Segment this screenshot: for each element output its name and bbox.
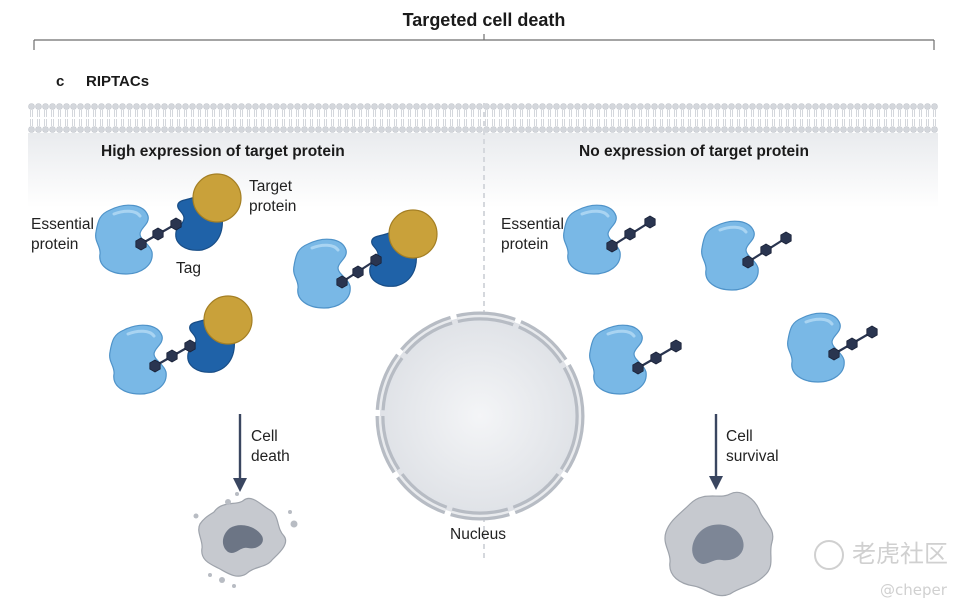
panel-letter: c: [56, 73, 65, 90]
label-target-1: Target: [249, 178, 293, 195]
ternary-complex-2: [292, 209, 438, 310]
label-nucleus: Nucleus: [450, 526, 506, 543]
label-target-2: protein: [249, 198, 297, 215]
diagram-title: Targeted cell death: [402, 10, 566, 30]
watermark-handle: @cheper: [880, 581, 947, 599]
right-panel-heading: No expression of target protein: [579, 143, 809, 160]
essential-protein-free-2: [700, 219, 792, 292]
essential-protein-free-1: [562, 203, 656, 276]
label-cell-death-2: death: [251, 448, 290, 465]
nucleus: [375, 311, 585, 521]
essential-protein-free-4: [786, 311, 878, 384]
ternary-complex-1: [94, 173, 242, 276]
label-cell-survival-1: Cell: [726, 428, 753, 445]
essential-protein-free-3: [588, 323, 682, 396]
label-cell-survival-2: survival: [726, 448, 779, 465]
panel-name: RIPTACs: [86, 73, 150, 90]
label-essential-right-1: Essential: [501, 216, 564, 233]
target-protein: [192, 173, 242, 223]
label-cell-death-1: Cell: [251, 428, 278, 445]
label-essential-left-2: protein: [31, 236, 79, 253]
watermark-logo-icon: [814, 540, 844, 570]
ternary-complex-3: [108, 295, 253, 396]
label-essential-right-2: protein: [501, 236, 549, 253]
label-essential-left-1: Essential: [31, 216, 94, 233]
dying-cell: [193, 492, 298, 588]
label-tag: Tag: [176, 260, 201, 277]
surviving-cell: [664, 491, 774, 597]
left-panel-heading: High expression of target protein: [101, 143, 345, 160]
watermark-brand: 老虎社区: [814, 540, 948, 570]
